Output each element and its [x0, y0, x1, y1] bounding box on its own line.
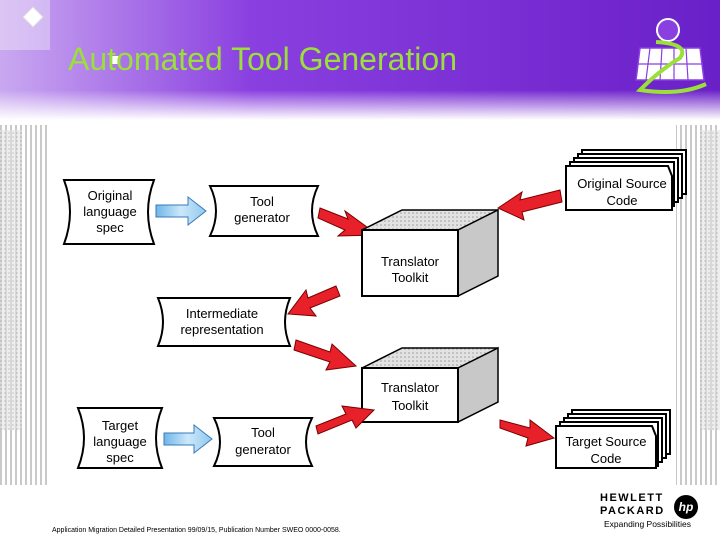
translator-top-line-2: Toolkit [392, 270, 429, 285]
orig-source-line-1: Original Source [577, 176, 667, 191]
red-arrow-6 [499, 419, 556, 447]
header-sparkle [22, 6, 44, 28]
intermediate-line-1: Intermediate [186, 306, 258, 321]
right-dots [700, 130, 720, 430]
original-spec-line-1: Original [88, 188, 133, 203]
red-arrow-2 [496, 189, 563, 221]
left-dots [0, 130, 22, 430]
header-glow [0, 0, 50, 50]
original-spec-line-2: language [83, 204, 137, 219]
original-spec-line-3: spec [96, 220, 124, 235]
target-spec-line-3: spec [106, 450, 134, 465]
logo-text-1: HEWLETT [600, 492, 664, 504]
title-bullet [112, 56, 120, 64]
red-arrow-3 [287, 285, 341, 317]
orig-source-line-2: Code [606, 193, 637, 208]
tool-gen-bottom-line-1: Tool [251, 425, 275, 440]
tool-generator-top-box: Tool generator [208, 185, 320, 237]
page-title: Automated Tool Generation [68, 41, 457, 77]
target-spec-line-2: language [93, 434, 147, 449]
tool-gen-top-line-2: generator [234, 210, 290, 225]
target-source-line-2: Code [590, 451, 621, 466]
translator-bottom-line-2: Toolkit [392, 398, 429, 413]
target-source-stack: Target Source Code [555, 409, 671, 469]
red-arrow-5 [315, 405, 376, 435]
tool-gen-top-line-1: Tool [250, 194, 274, 209]
original-spec-box: Original language spec [62, 179, 156, 245]
translator-top-line-1: Translator [381, 254, 440, 269]
target-spec-line-1: Target [102, 418, 139, 433]
intermediate-line-2: representation [180, 322, 263, 337]
hp-logo-glyph: hp [679, 500, 694, 514]
translator-bottom-line-1: Translator [381, 380, 440, 395]
tool-generator-bottom-box: Tool generator [212, 417, 314, 467]
intermediate-box: Intermediate representation [156, 297, 292, 347]
footer-text: Application Migration Detailed Presentat… [52, 527, 341, 534]
hp-logo: HEWLETT PACKARD Expanding Possibilities … [600, 492, 698, 529]
blue-arrow-bottom [163, 423, 213, 455]
target-spec-box: Target language spec [76, 407, 164, 469]
blue-arrow-top [155, 195, 207, 227]
original-source-stack: Original Source Code [565, 149, 687, 211]
tool-gen-bottom-line-2: generator [235, 442, 291, 457]
red-arrow-4 [293, 339, 358, 371]
globe-grid-icon [635, 18, 707, 94]
logo-text-2: PACKARD [600, 505, 665, 517]
target-source-line-1: Target Source [566, 434, 647, 449]
logo-tagline: Expanding Possibilities [604, 519, 691, 529]
hp-logo-icon [674, 495, 698, 519]
translator-top-cube: Translator Toolkit [361, 208, 499, 298]
translator-bottom-cube: Translator Toolkit [361, 346, 499, 424]
